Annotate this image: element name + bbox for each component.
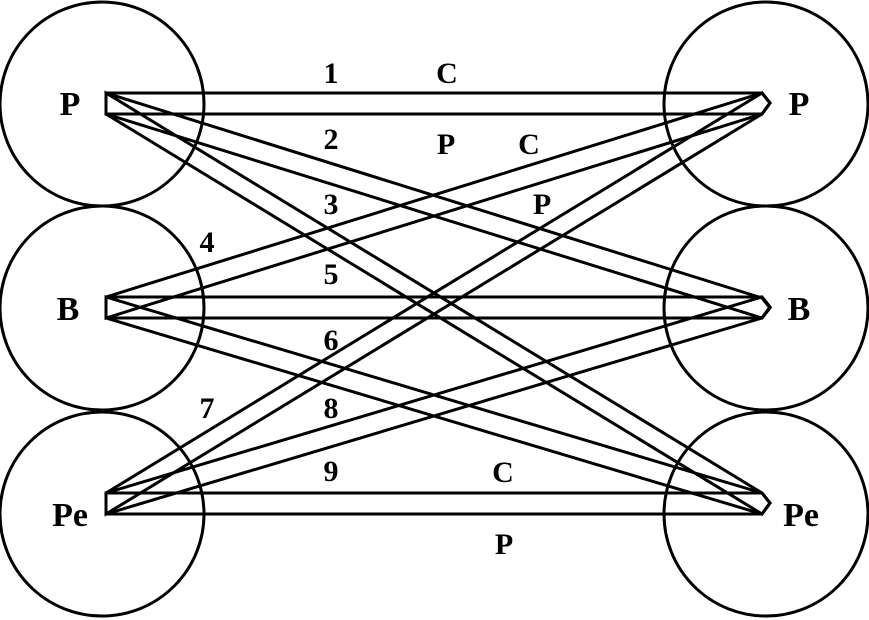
right-bot-node-label: Pe [783, 497, 819, 534]
edge-9-number: 9 [324, 455, 339, 488]
edge-2-tag-1: P [437, 128, 455, 161]
edge-4 [104, 91, 772, 321]
edge-8-number: 8 [324, 392, 339, 425]
edge-layer [104, 90, 772, 517]
edge-6-number: 6 [324, 324, 339, 357]
edge-9-tag-2: P [495, 528, 513, 561]
edge-1-number: 1 [324, 57, 339, 90]
edge-1 [104, 91, 772, 116]
edge-2 [104, 90, 772, 320]
left-bot-node-label: Pe [52, 497, 88, 534]
edge-2-tag-2: C [518, 128, 540, 161]
edge-2-number: 2 [324, 123, 339, 156]
edge-7-number: 7 [200, 392, 215, 425]
edge-4-number: 4 [200, 226, 215, 259]
left-top-node [0, 0, 206, 208]
right-top-node-label: P [789, 86, 810, 123]
edge-3-number: 3 [324, 188, 339, 221]
edge-3-tag-1: P [533, 188, 551, 221]
right-mid-node-label: B [788, 291, 811, 328]
edge-1-tag-1: C [436, 57, 458, 90]
left-top-node-label: P [60, 86, 81, 123]
edge-9 [104, 491, 772, 516]
left-mid-node-label: B [57, 291, 80, 328]
edge-9-tag-1: C [492, 456, 514, 489]
right-top-node [662, 0, 869, 208]
edge-5-number: 5 [324, 258, 339, 291]
right-mid-node [662, 204, 869, 412]
left-mid-node [0, 204, 206, 412]
